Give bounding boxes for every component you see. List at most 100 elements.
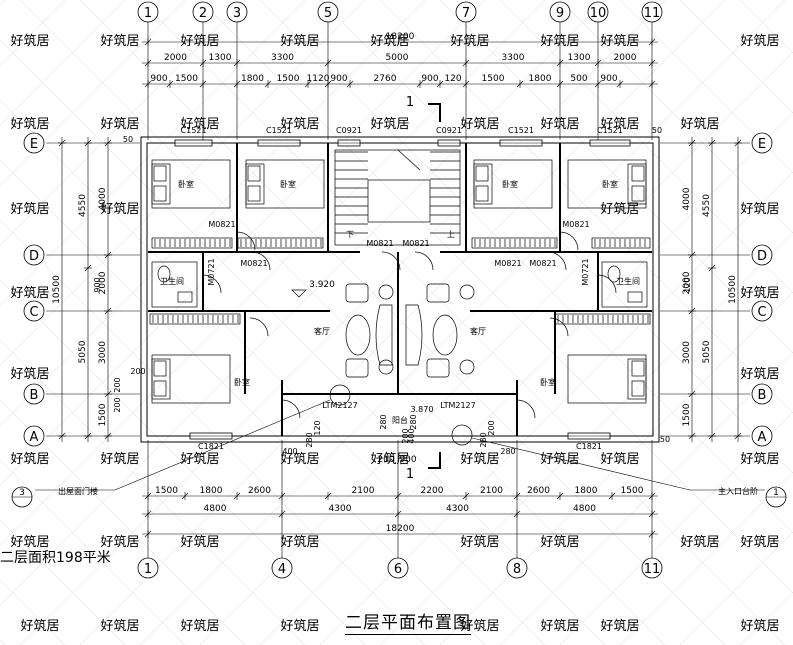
elevation-triangle (291, 289, 307, 298)
watermark-text: 好筑居 (450, 33, 489, 49)
axis-label: A (758, 430, 767, 445)
watermark-text: 好筑居 (20, 618, 59, 634)
dim-slash (648, 530, 656, 538)
axis-label: 8 (513, 562, 521, 577)
bed-headboard (627, 163, 647, 205)
dim-slash (278, 492, 286, 500)
dim-slash (436, 80, 444, 88)
dim-slash (324, 492, 332, 500)
balcony-elevation: 3.870 (411, 405, 434, 414)
axis-bubble: 3 (226, 1, 248, 23)
dim-slash (688, 307, 696, 315)
axis-label: 11 (644, 562, 661, 577)
axis-bubble-circle (549, 1, 571, 23)
axis-bubble: 8 (506, 557, 528, 579)
axis-bubble: 5 (317, 1, 339, 23)
dim-slash (104, 390, 112, 398)
axis-bubble-circle (751, 300, 773, 322)
section-mark (428, 452, 441, 469)
dim-slash (648, 492, 656, 500)
axis-bubble: D (751, 244, 773, 266)
door-swing (251, 251, 271, 271)
top-dim-row2-text: 900 (600, 74, 617, 84)
dim-slash (708, 264, 716, 272)
axis-bubble: D (23, 244, 45, 266)
floor-area-note: 二层面积198平米 (0, 550, 111, 566)
axis-label: 6 (394, 562, 402, 577)
dim-slash (84, 139, 92, 147)
dim-slash (144, 38, 152, 46)
bottom-dim-row2-text: 4800 (204, 504, 227, 514)
stair-well (367, 179, 431, 223)
axis-label: 7 (462, 6, 470, 21)
door-swing (281, 399, 301, 419)
door-label: M0721 (581, 258, 590, 285)
door-swing (249, 317, 269, 337)
window-label: C1521 (266, 126, 292, 135)
axis-bubble: A (23, 425, 45, 447)
dim-slash (104, 251, 112, 259)
top-dim-row2-text: 1500 (277, 74, 300, 84)
watermark-text: 好筑居 (10, 33, 49, 49)
dim-slash (556, 492, 564, 500)
sliding-door-label: LTM2127 (322, 401, 358, 410)
watermark-text: 好筑居 (460, 534, 499, 550)
wardrobe (149, 313, 241, 325)
watermark-text: 好筑居 (600, 618, 639, 634)
axis-bubble: 11 (641, 557, 663, 579)
top-dim-row1-text: 3300 (271, 53, 294, 63)
small-dim: 280 (500, 447, 515, 456)
bottom-dim-row1-text: 2200 (421, 486, 444, 496)
axis-label: 2 (199, 6, 207, 21)
wardrobe (237, 237, 324, 249)
dim-slash (708, 432, 716, 440)
dim-slash (688, 251, 696, 259)
top-dim-row2-text: 1800 (241, 74, 264, 84)
dim-slash (513, 492, 521, 500)
watermark-text: 好筑居 (100, 33, 139, 49)
door-label: M0821 (402, 239, 429, 248)
bottom-dim-row2-text: 4800 (573, 504, 596, 514)
stair-arrow (397, 149, 421, 171)
watermark-text: 好筑居 (180, 534, 219, 550)
bed-headboard (473, 163, 493, 205)
watermark-text: 好筑居 (100, 534, 139, 550)
coffee-table (432, 314, 458, 356)
door-label: M0821 (494, 259, 521, 268)
bed-headboard (245, 163, 265, 205)
watermark-text: 好筑居 (600, 451, 639, 467)
axis-bubble-circle (137, 557, 159, 579)
axis-label: 1 (144, 562, 152, 577)
toilet (607, 265, 621, 283)
side-table (459, 284, 475, 300)
wardrobe (591, 237, 651, 249)
axis-label: D (757, 249, 767, 264)
bed (567, 159, 647, 209)
top-dim-row2-text: 1120 (307, 74, 330, 84)
room-name: 卫生间 (160, 276, 184, 286)
axis-bubble: 10 (587, 1, 609, 23)
axis-label: 10 (590, 6, 607, 21)
bottom-dim-row1-text: 1500 (155, 486, 178, 496)
watermark-text: 好筑居 (680, 534, 719, 550)
axis-bubble: 1 (137, 1, 159, 23)
small-dim: 120 (683, 277, 692, 292)
axis-bubble-circle (23, 383, 45, 405)
stair (334, 149, 461, 246)
coffee-table (345, 314, 371, 356)
watermark-text: 好筑居 (180, 33, 219, 49)
axis-bubble-circle (641, 557, 663, 579)
watermark-text: 好筑居 (10, 451, 49, 467)
top-dim-row2-text: 1500 (175, 74, 198, 84)
dim-slash (324, 80, 332, 88)
left-dim-mid-text: 5050 (78, 340, 88, 363)
dim-slash (104, 307, 112, 315)
axis-label: E (758, 137, 766, 152)
left-dim-inner-text: 2000 (98, 271, 108, 294)
axis-bubble: E (23, 132, 45, 154)
dim-slash (199, 80, 207, 88)
armchair (426, 358, 450, 378)
watermark-text: 好筑居 (740, 285, 779, 301)
